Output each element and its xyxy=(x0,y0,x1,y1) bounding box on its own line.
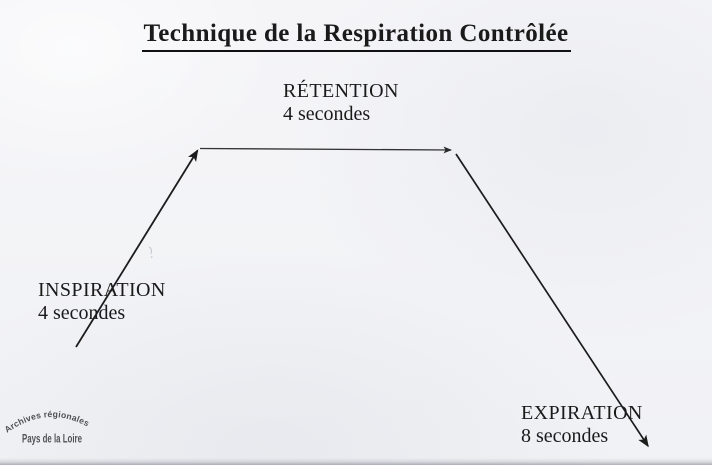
expiration-name: EXPIRATION xyxy=(521,402,643,424)
scan-bottom-edge xyxy=(0,458,712,465)
inspiration-label: INSPIRATION 4 secondes xyxy=(38,279,166,325)
retention-label: RÉTENTION 4 secondes xyxy=(283,80,399,126)
pencil-mark xyxy=(148,246,153,259)
document-title-text: Technique de la Respiration Contrôlée xyxy=(141,20,571,52)
retention-name: RÉTENTION xyxy=(283,80,399,102)
inspiration-duration: 4 secondes xyxy=(38,302,126,324)
retention-duration: 4 secondes xyxy=(283,103,371,125)
expiration-label: EXPIRATION 8 secondes xyxy=(521,402,643,448)
document-title: Technique de la Respiration Contrôlée xyxy=(0,20,712,52)
stamp-arc-text: Archives régionales xyxy=(3,409,91,435)
inspiration-name: INSPIRATION xyxy=(38,279,166,301)
expiration-duration: 8 secondes xyxy=(521,425,609,447)
stamp-line-text: Pays de la Loire xyxy=(22,434,82,446)
archive-stamp: Archives régionales Pays de la Loire xyxy=(3,409,91,446)
retention-arrow xyxy=(199,146,452,154)
